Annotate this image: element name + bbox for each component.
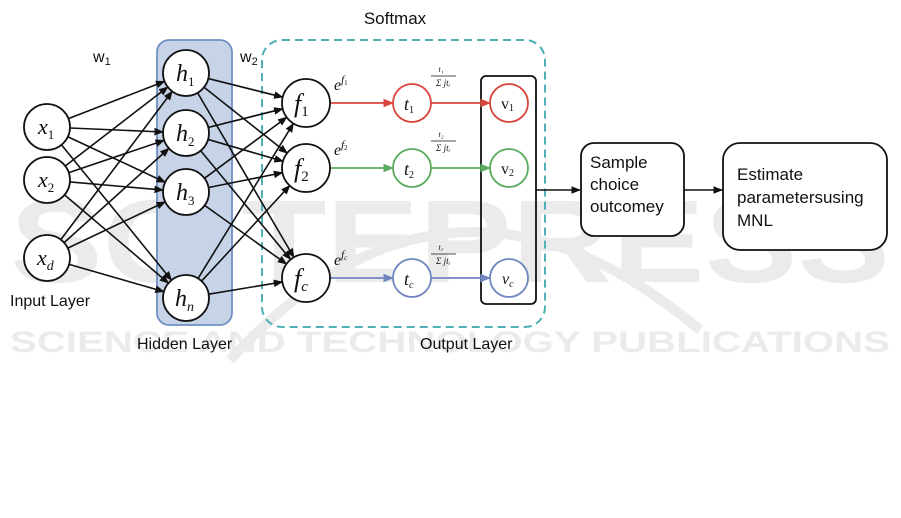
- svg-text:v1: v1: [501, 96, 514, 114]
- svg-text:Σ jtᵢ: Σ jtᵢ: [435, 78, 451, 88]
- svg-text:Sample choice outc: Sample choice outcomey: [590, 153, 664, 216]
- svg-text:tc: tc: [404, 269, 414, 291]
- watermark-small: SCIENCE AND TECHNOLOGY PUBLICATIONS: [10, 326, 890, 359]
- svg-text:Σ jtᵢ: Σ jtᵢ: [435, 143, 451, 153]
- edge-input-hidden: [69, 127, 164, 136]
- edge-input-hidden: [69, 181, 165, 194]
- edge-hidden-f: [201, 184, 291, 282]
- watermark-arc: [226, 227, 704, 364]
- input-node-xd: xd: [23, 234, 71, 282]
- svg-text:f2: f2: [294, 154, 309, 185]
- t-node-c: tc: [392, 258, 432, 298]
- edge-hidden-f: [207, 138, 284, 163]
- hidden-layer: h1 h2 h3 hn: [162, 49, 210, 322]
- t-node-1: t1: [392, 83, 432, 123]
- softmax-title: Softmax: [364, 9, 427, 28]
- t-node-2: t2: [392, 148, 432, 188]
- edge-input-hidden: [63, 147, 170, 244]
- softmax-box: [261, 39, 546, 328]
- fraction-label-c: t꜀ Σ jtᵢ: [431, 243, 456, 266]
- hidden-node-h2: h2: [162, 109, 210, 157]
- edge-hidden-f: [208, 77, 284, 99]
- svg-text:t꜀: t꜀: [439, 243, 444, 252]
- edge-hidden-f: [208, 170, 284, 189]
- output-layer-label: Output Layer: [420, 336, 513, 353]
- w1-label: w1: [92, 49, 111, 68]
- svg-text:xd: xd: [36, 245, 55, 274]
- edge-input-hidden: [68, 263, 165, 293]
- input-node-x1: x1: [23, 103, 71, 151]
- hidden-node-h3: h3: [162, 168, 210, 216]
- estimate-parameters-box: Estimate parametersusing MNL: [722, 142, 888, 251]
- svg-text:vc: vc: [502, 271, 514, 290]
- v-node-2: v2: [489, 148, 529, 188]
- exp-label-2: ef2: [334, 139, 348, 159]
- edge-input-hidden: [60, 144, 173, 281]
- hidden-node-h1: h1: [162, 49, 210, 97]
- edge-input-hidden: [68, 80, 166, 120]
- f-node-1: f1: [281, 78, 331, 128]
- w2-label: w2: [239, 49, 258, 68]
- t-layer: t1 t2 tc: [392, 83, 432, 298]
- exp-label-c: efc: [334, 249, 348, 269]
- svg-text:h3: h3: [176, 180, 195, 208]
- fraction-label-1: t₁ Σ jtᵢ: [431, 65, 456, 88]
- edge-input-hidden: [67, 136, 167, 183]
- v-layer: v1 v2 vc: [489, 83, 529, 298]
- exp-label-1: ef1: [334, 74, 348, 94]
- edge-hidden-f: [208, 279, 284, 296]
- v-node-c: vc: [489, 258, 529, 298]
- svg-text:t₂: t₂: [438, 130, 443, 139]
- svg-text:Estimate parametersusing: Estimate parametersusing MNL: [737, 165, 868, 230]
- f-node-c: fc: [281, 253, 331, 303]
- svg-text:h1: h1: [176, 61, 195, 89]
- input-layer: x1 x2 xd: [23, 103, 71, 282]
- edge-input-hidden: [64, 194, 170, 284]
- svg-text:fc: fc: [294, 264, 308, 295]
- svg-text:v2: v2: [501, 161, 514, 179]
- svg-text:x2: x2: [37, 167, 54, 195]
- edge-hidden-f: [203, 116, 288, 179]
- svg-text:h2: h2: [176, 121, 195, 149]
- fraction-labels: t₁ Σ jtᵢ t₂ Σ jtᵢ t꜀ Σ jtᵢ: [431, 65, 456, 266]
- v-node-1: v1: [489, 83, 529, 123]
- sample-choice-box: Sample choice outcomey: [580, 142, 685, 237]
- edge-input-hidden: [68, 139, 166, 174]
- edge-hidden-f: [204, 204, 288, 265]
- exp-labels: ef1 ef2 efc: [334, 74, 348, 269]
- fraction-label-2: t₂ Σ jtᵢ: [431, 130, 456, 153]
- svg-text:x1: x1: [37, 114, 54, 142]
- edge-input-hidden: [60, 90, 173, 241]
- svg-text:f1: f1: [294, 89, 309, 120]
- f-node-2: f2: [281, 143, 331, 193]
- edge-hidden-f: [203, 86, 288, 154]
- hidden-node-hn: hn: [162, 274, 210, 322]
- svg-text:t2: t2: [404, 159, 414, 181]
- hidden-layer-label: Hidden Layer: [137, 336, 233, 353]
- svg-text:t1: t1: [404, 94, 414, 116]
- edge-input-hidden: [64, 86, 169, 167]
- edge-hidden-f: [200, 150, 292, 261]
- edges: [60, 77, 492, 296]
- svg-text:t₁: t₁: [438, 65, 443, 74]
- edge-hidden-f: [208, 107, 284, 129]
- input-layer-label: Input Layer: [10, 293, 91, 310]
- edge-hidden-f: [197, 122, 295, 279]
- f-layer: f1 f2 fc: [281, 78, 331, 303]
- svg-text:Σ jtᵢ: Σ jtᵢ: [435, 256, 451, 266]
- edge-hidden-f: [196, 92, 295, 259]
- edge-input-hidden: [67, 201, 167, 249]
- svg-text:hn: hn: [175, 286, 194, 315]
- input-node-x2: x2: [23, 156, 71, 204]
